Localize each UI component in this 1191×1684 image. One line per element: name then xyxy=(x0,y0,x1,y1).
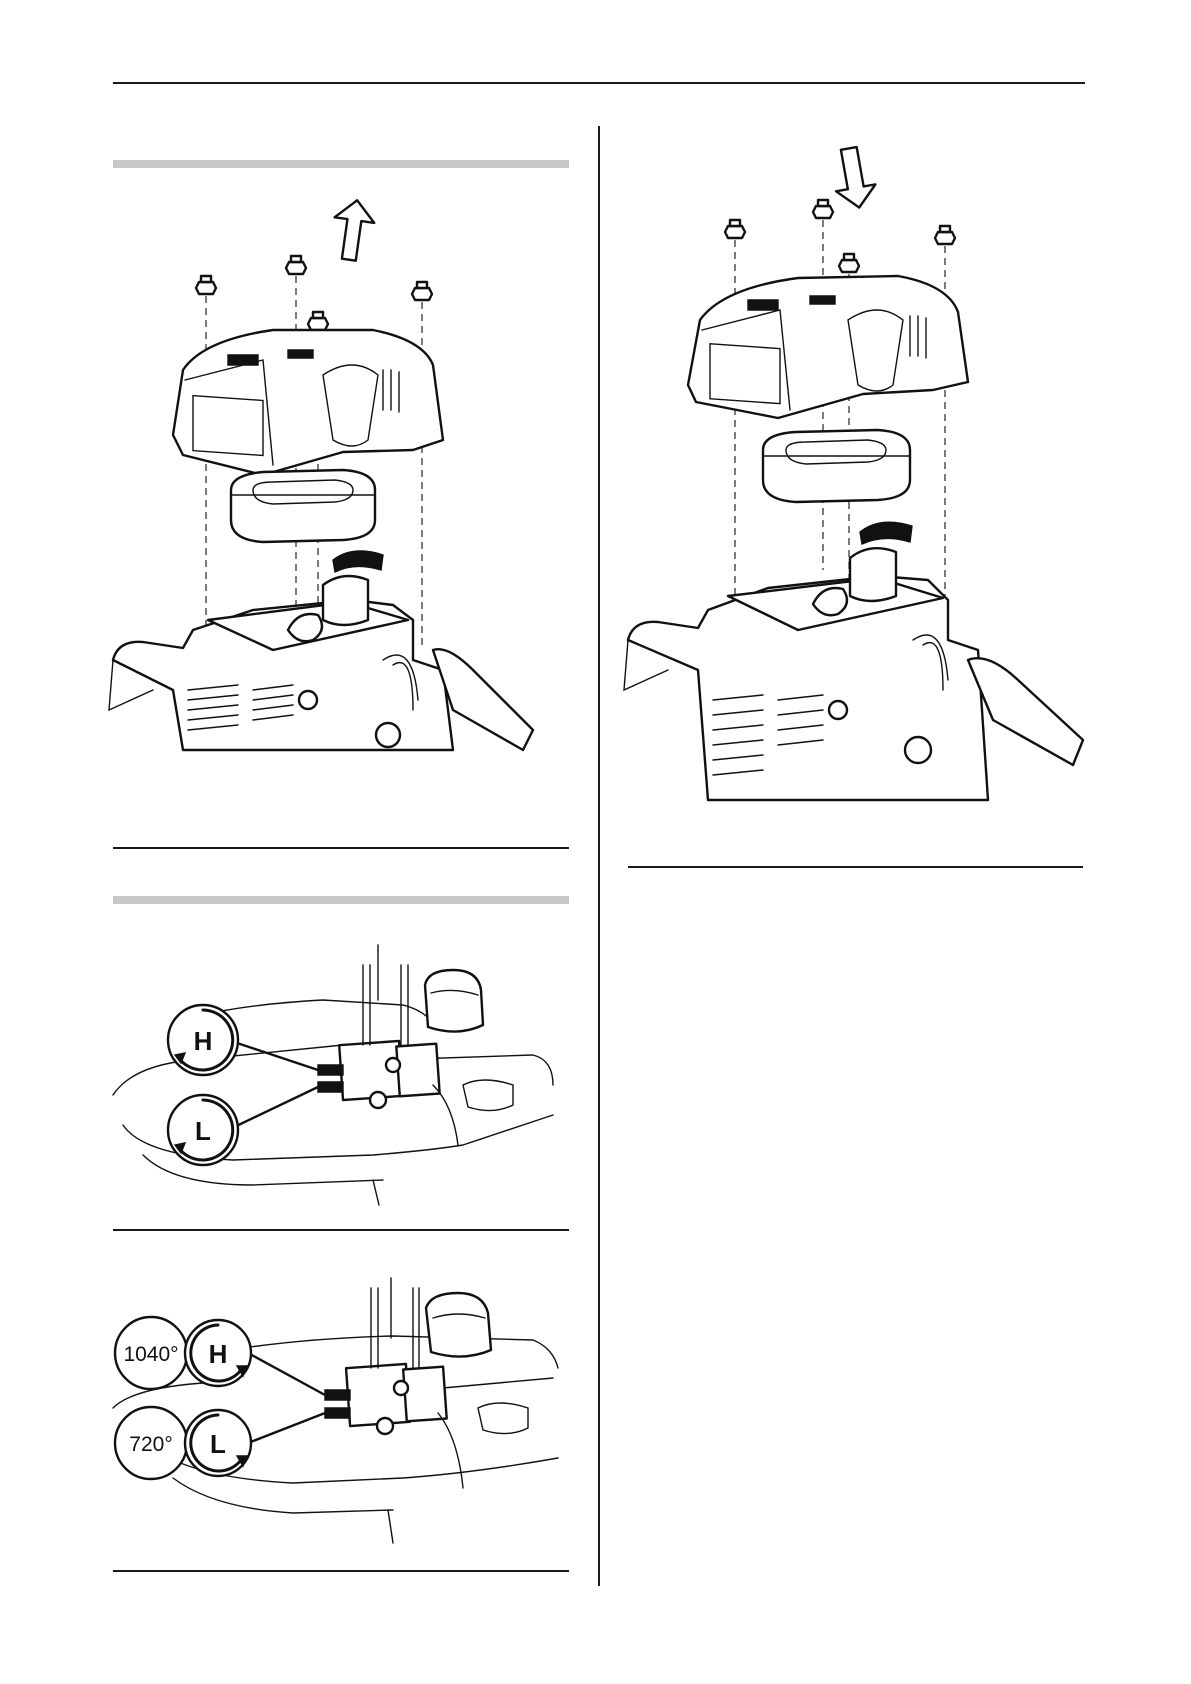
figure-rule-right xyxy=(628,866,1083,868)
section-bar-2 xyxy=(113,896,569,904)
figure-fit-cover xyxy=(628,140,1083,810)
air-filter-element xyxy=(763,430,910,502)
column-divider xyxy=(598,126,600,1586)
adjustment-needles xyxy=(248,1353,350,1443)
air-filter-element xyxy=(231,470,375,542)
page-top-rule xyxy=(113,82,1085,84)
engine-body xyxy=(109,551,533,750)
figure-rule-1 xyxy=(113,847,569,849)
arrow-up-icon xyxy=(329,198,377,263)
adjustment-needles xyxy=(228,1040,343,1130)
high-angle-label: 1040° xyxy=(123,1343,178,1366)
air-filter-cover xyxy=(688,276,968,418)
figure-remove-cover xyxy=(113,190,573,810)
section-bar-1 xyxy=(113,160,569,168)
figure-rule-2 xyxy=(113,1229,569,1231)
low-needle-label: L xyxy=(210,1429,226,1459)
engine-body xyxy=(624,522,1083,800)
low-needle-label: L xyxy=(195,1116,211,1146)
figure-rule-3 xyxy=(113,1570,569,1572)
high-needle-label: H xyxy=(194,1026,213,1056)
figure-carburettor-needles: H L xyxy=(113,945,573,1215)
low-angle-label: 720° xyxy=(129,1433,172,1456)
cover-nut-icon xyxy=(196,256,432,330)
air-filter-cover xyxy=(173,330,443,475)
arrow-down-icon xyxy=(829,145,879,211)
high-needle-label: H xyxy=(209,1339,228,1369)
cover-nut-icon xyxy=(725,200,955,272)
figure-carburettor-turns: 1040° H 720° L xyxy=(113,1278,573,1558)
